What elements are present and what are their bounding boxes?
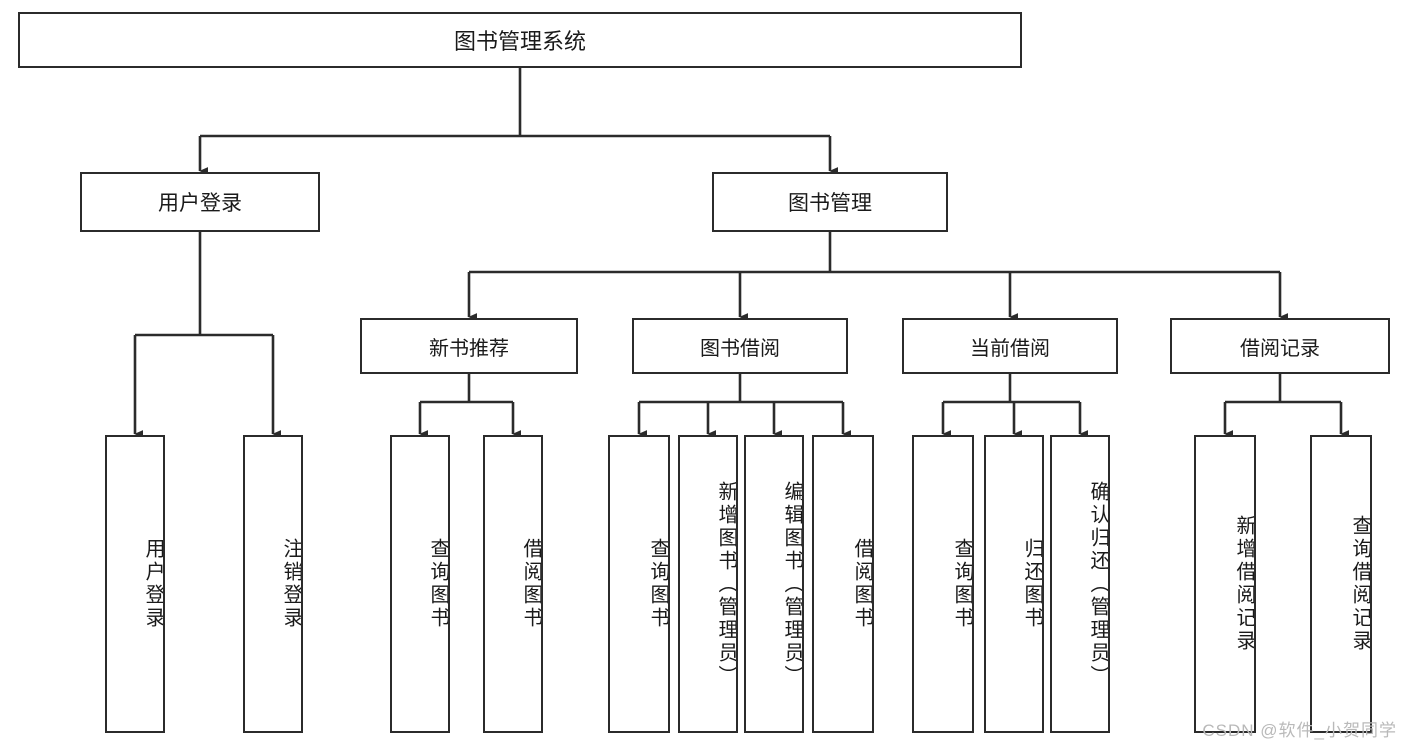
csdn-watermark: CSDN @软件_小贺同学 (1202, 721, 1397, 740)
node-leaf-query-book-3[interactable]: 查询图书 (912, 435, 974, 733)
node-leaf-borrow-book-1[interactable]: 借阅图书 (483, 435, 543, 733)
node-label-new-book-recommend: 新书推荐 (429, 337, 509, 360)
node-label-borrow-record: 借阅记录 (1240, 337, 1320, 360)
node-leaf-edit-book-admin[interactable]: 编辑图书（管理员） (744, 435, 804, 733)
node-label-leaf-query-book-2: 查询图书 (647, 538, 669, 630)
node-leaf-user-login[interactable]: 用户登录 (105, 435, 165, 733)
node-label-leaf-edit-book-admin: 编辑图书（管理员） (781, 480, 803, 688)
node-label-leaf-query-book-1: 查询图书 (427, 538, 449, 630)
node-leaf-query-borrow-record[interactable]: 查询借阅记录 (1310, 435, 1372, 733)
node-current-borrow[interactable]: 当前借阅 (902, 318, 1118, 374)
node-label-leaf-user-login: 用户登录 (142, 538, 164, 630)
node-book-manage[interactable]: 图书管理 (712, 172, 948, 232)
node-leaf-return-book[interactable]: 归还图书 (984, 435, 1044, 733)
node-leaf-confirm-return-admin[interactable]: 确认归还（管理员） (1050, 435, 1110, 733)
node-label-current-borrow: 当前借阅 (970, 337, 1050, 360)
node-new-book-recommend[interactable]: 新书推荐 (360, 318, 578, 374)
node-label-leaf-user-logout: 注销登录 (280, 538, 302, 630)
node-label-book-borrow: 图书借阅 (700, 337, 780, 360)
node-label-leaf-confirm-return-admin: 确认归还（管理员） (1087, 480, 1109, 688)
node-leaf-add-borrow-record[interactable]: 新增借阅记录 (1194, 435, 1256, 733)
node-label-leaf-add-borrow-record: 新增借阅记录 (1233, 515, 1255, 653)
node-label-leaf-query-borrow-record: 查询借阅记录 (1349, 515, 1371, 653)
node-label-leaf-add-book-admin: 新增图书（管理员） (715, 480, 737, 688)
node-book-borrow[interactable]: 图书借阅 (632, 318, 848, 374)
node-leaf-query-book-2[interactable]: 查询图书 (608, 435, 670, 733)
node-label-root: 图书管理系统 (453, 29, 586, 54)
node-borrow-record[interactable]: 借阅记录 (1170, 318, 1390, 374)
node-label-user-login: 用户登录 (158, 192, 242, 215)
node-label-leaf-borrow-book-2: 借阅图书 (851, 538, 873, 630)
node-label-leaf-borrow-book-1: 借阅图书 (520, 538, 542, 630)
node-label-leaf-return-book: 归还图书 (1021, 538, 1043, 630)
node-leaf-query-book-1[interactable]: 查询图书 (390, 435, 450, 733)
node-leaf-add-book-admin[interactable]: 新增图书（管理员） (678, 435, 738, 733)
node-label-book-manage: 图书管理 (788, 192, 872, 215)
node-label-leaf-query-book-3: 查询图书 (951, 538, 973, 630)
node-root[interactable]: 图书管理系统 (18, 12, 1022, 68)
node-user-login[interactable]: 用户登录 (80, 172, 320, 232)
node-leaf-borrow-book-2[interactable]: 借阅图书 (812, 435, 874, 733)
node-leaf-user-logout[interactable]: 注销登录 (243, 435, 303, 733)
